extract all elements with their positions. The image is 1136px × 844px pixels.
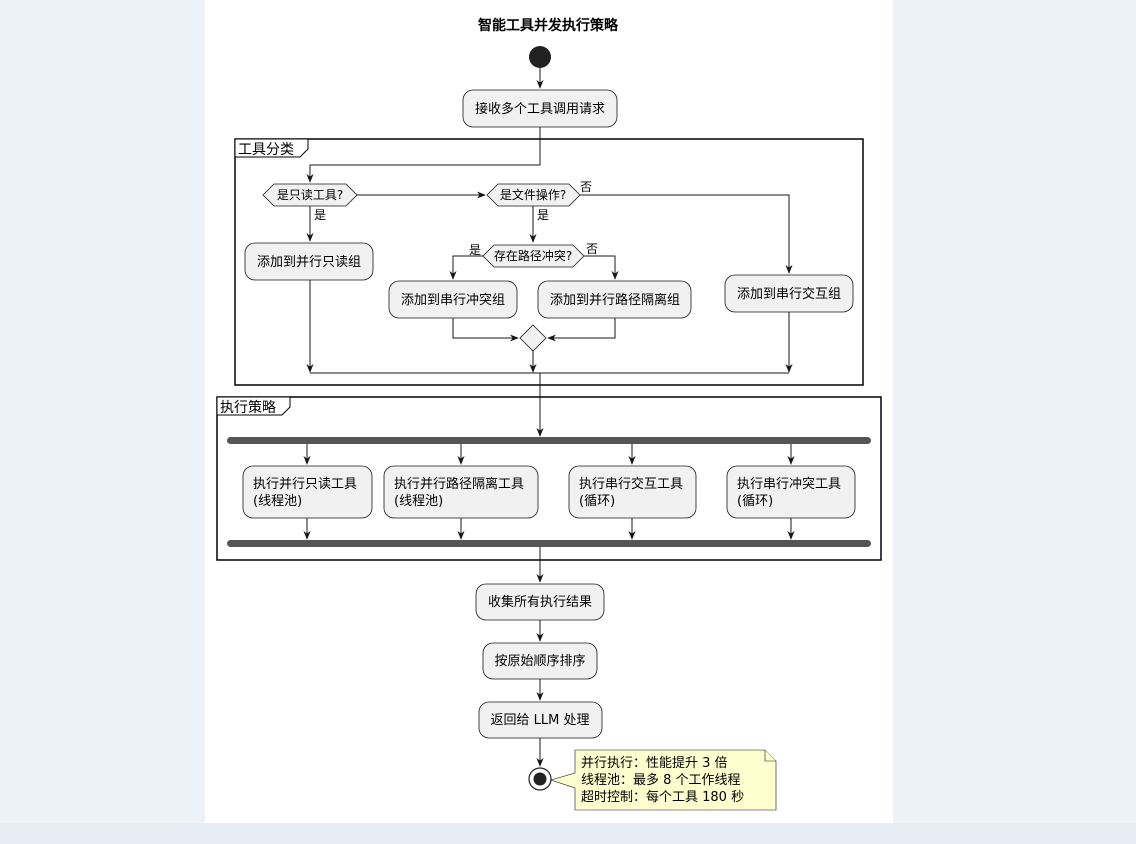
edge-receive-decision	[306, 127, 541, 183]
svg-text:执行串行冲突工具: 执行串行冲突工具	[737, 476, 841, 492]
note: 并行执行：性能提升 3 倍 线程池：最多 8 个工作线程 超时控制：每个工具 1…	[549, 749, 777, 811]
partition-classify-title: 工具分类	[238, 142, 294, 158]
svg-text:收集所有执行结果: 收集所有执行结果	[488, 594, 592, 610]
svg-text:(线程池): (线程池)	[253, 494, 302, 509]
activity-add-isolation: 添加到并行路径隔离组	[537, 280, 692, 319]
svg-text:(线程池): (线程池)	[394, 494, 443, 509]
activity-sort: 按原始顺序排序	[482, 642, 598, 680]
fork-bar	[227, 437, 871, 444]
svg-text:添加到串行冲突组: 添加到串行冲突组	[401, 292, 505, 308]
edge-conflict-merge	[452, 318, 519, 342]
svg-text:是文件操作?: 是文件操作?	[500, 187, 566, 202]
diagram-canvas: 智能工具并发执行策略 接收多个工具调用请求 工具分类 是只读工具? 是 添加到并…	[205, 0, 893, 823]
decision-file-op: 是文件操作?	[486, 183, 581, 207]
edge-conflict-no	[584, 255, 619, 280]
activity-add-readonly: 添加到并行只读组	[244, 242, 374, 281]
merge-diamond	[519, 324, 547, 352]
note-line-3: 超时控制：每个工具 180 秒	[581, 789, 744, 805]
bottom-strip	[0, 823, 1136, 844]
edge-fileop-no	[580, 194, 793, 274]
svg-text:添加到串行交互组: 添加到串行交互组	[737, 286, 841, 302]
decision-readonly: 是只读工具?	[262, 183, 358, 207]
partition-execute-title: 执行策略	[220, 399, 276, 416]
svg-text:执行并行只读工具: 执行并行只读工具	[253, 477, 357, 492]
start-node	[529, 46, 551, 68]
activity-receive: 接收多个工具调用请求	[462, 89, 618, 128]
svg-text:存在路径冲突?: 存在路径冲突?	[494, 248, 572, 263]
svg-text:接收多个工具调用请求: 接收多个工具调用请求	[475, 101, 605, 117]
svg-text:执行串行交互工具: 执行串行交互工具	[579, 476, 683, 492]
svg-text:(循环): (循环)	[579, 494, 615, 509]
label-conflict-no: 否	[586, 242, 598, 256]
svg-text:是只读工具?: 是只读工具?	[277, 188, 343, 202]
activity-add-interactive: 添加到串行交互组	[724, 274, 854, 313]
label-readonly-yes: 是	[314, 208, 326, 222]
diagram-title: 智能工具并发执行策略	[477, 17, 619, 34]
join-bar	[227, 540, 871, 547]
activity-add-conflict: 添加到串行冲突组	[388, 280, 518, 319]
partition-execute: 执行策略	[216, 396, 882, 561]
note-line-1: 并行执行：性能提升 3 倍	[581, 755, 728, 771]
label-fileop-no: 否	[580, 180, 592, 194]
note-line-2: 线程池：最多 8 个工作线程	[581, 772, 741, 788]
svg-text:返回给 LLM 处理: 返回给 LLM 处理	[491, 713, 590, 728]
activity-return: 返回给 LLM 处理	[478, 701, 603, 739]
svg-text:添加到并行路径隔离组: 添加到并行路径隔离组	[550, 292, 680, 308]
activity-collect: 收集所有执行结果	[475, 583, 605, 621]
svg-text:添加到并行只读组: 添加到并行只读组	[257, 255, 361, 270]
end-node	[528, 767, 552, 791]
activity-exec-conflict: 执行串行冲突工具 (循环)	[726, 465, 856, 519]
svg-text:执行并行路径隔离工具: 执行并行路径隔离工具	[394, 476, 524, 492]
partition-classify: 工具分类	[234, 138, 864, 386]
edge-conflict-yes	[449, 255, 483, 280]
svg-text:(循环): (循环)	[737, 494, 773, 509]
svg-text:按原始顺序排序: 按原始顺序排序	[494, 654, 585, 669]
activity-diagram: 智能工具并发执行策略 接收多个工具调用请求 工具分类 是只读工具? 是 添加到并…	[216, 17, 882, 811]
activity-exec-readonly: 执行并行只读工具 (线程池)	[242, 465, 373, 519]
decision-path-conflict: 存在路径冲突?	[482, 244, 585, 268]
activity-exec-isolation: 执行并行路径隔离工具 (线程池)	[383, 465, 539, 519]
activity-exec-interactive: 执行串行交互工具 (循环)	[568, 465, 697, 519]
label-fileop-yes: 是	[537, 208, 549, 222]
label-conflict-yes: 是	[469, 243, 481, 257]
edge-isolation-merge	[547, 318, 616, 342]
